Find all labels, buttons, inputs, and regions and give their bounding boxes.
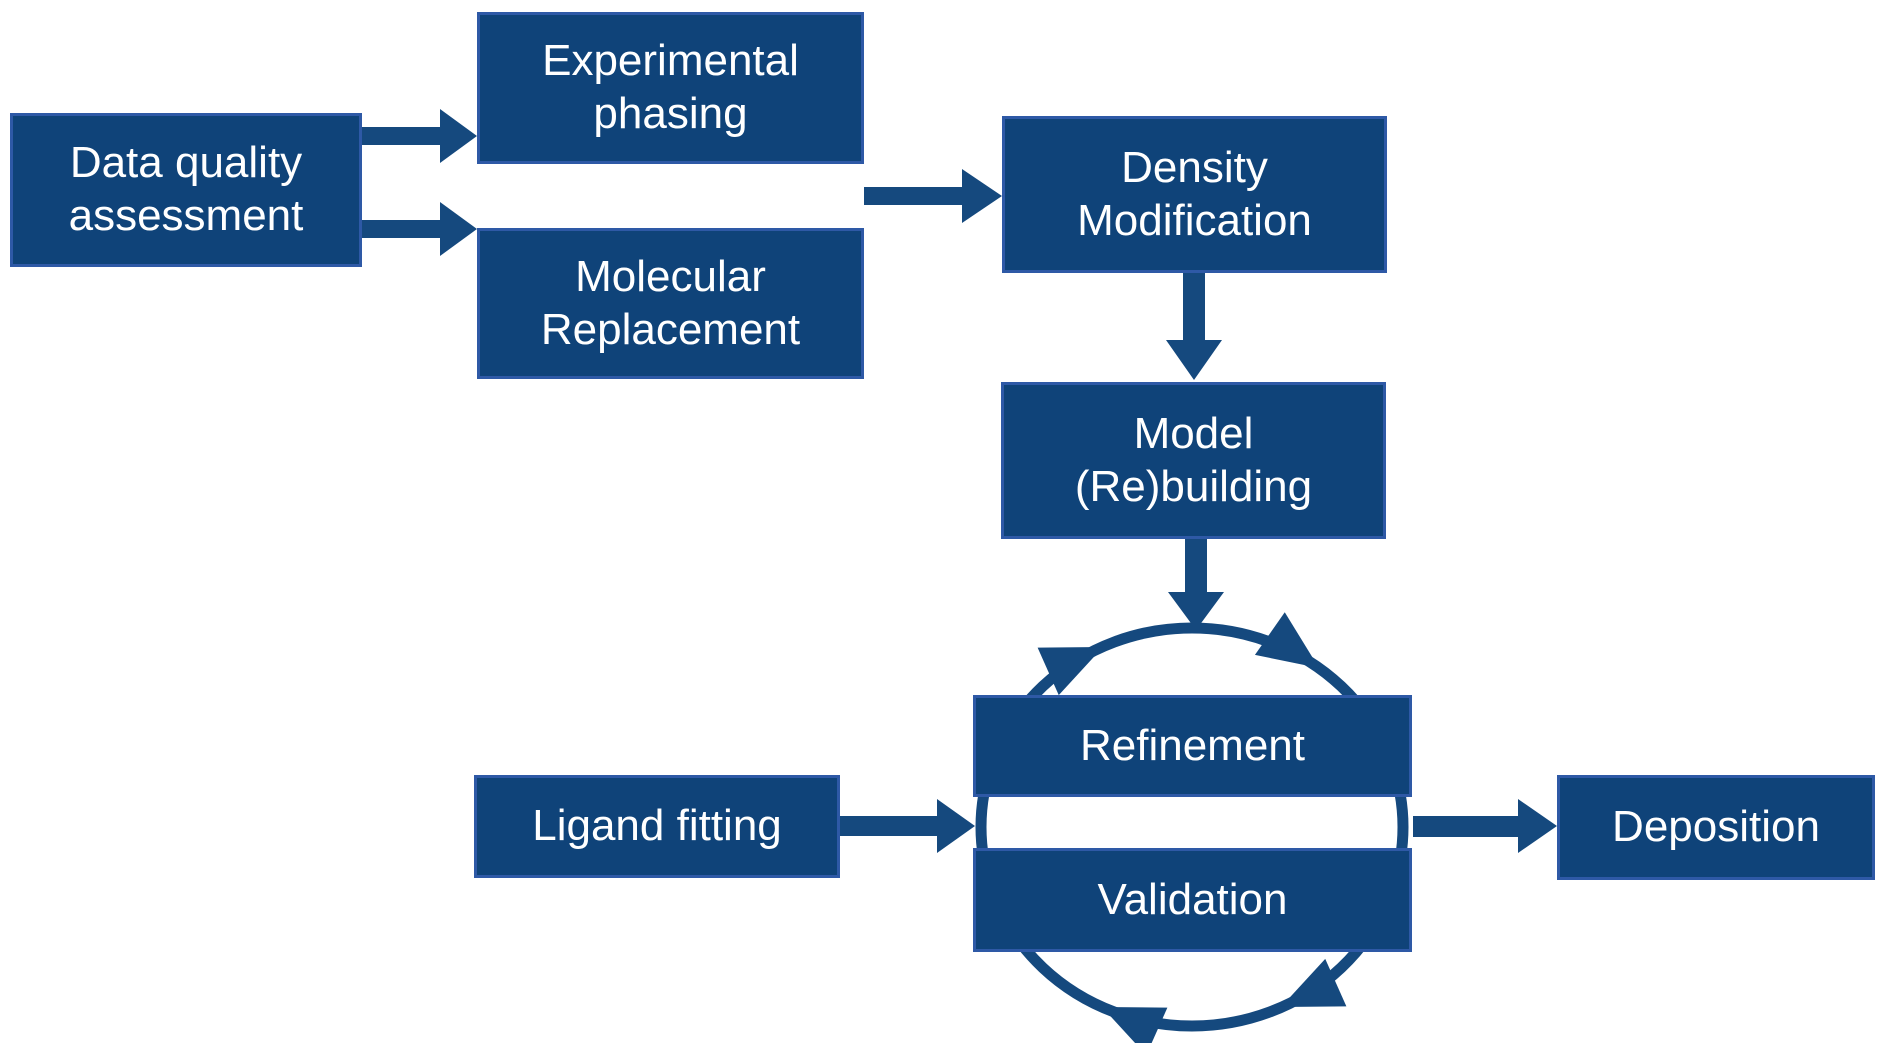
arrow-ligandfitting-to-cycle [840,799,975,853]
node-deposition: Deposition [1557,775,1875,880]
cycle-ellipse [975,622,1409,1032]
arrow-dataquality-to-expphasing [362,109,477,163]
node-model-rebuilding: Model (Re)building [1001,382,1386,539]
node-experimental-phasing: Experimental phasing [477,12,864,164]
refinement-validation-cycle [975,612,1409,1043]
node-refinement: Refinement [973,695,1412,797]
cycle-arrowhead-bottom-left-icon [1102,1007,1168,1043]
arrow-dataquality-to-molreplacement [362,202,477,256]
cycle-arrowhead-top-left-icon [1037,647,1103,696]
arrow-densitymod-to-modelrebuilding [1166,273,1222,380]
arrow-modelrebuilding-to-cycle [1168,539,1224,630]
node-validation: Validation [973,848,1412,952]
node-data-quality-assessment: Data quality assessment [10,113,362,267]
cycle-arrowhead-top-right-icon [1254,612,1319,668]
node-molecular-replacement: Molecular Replacement [477,228,864,379]
node-ligand-fitting: Ligand fitting [474,775,840,878]
node-density-modification: Density Modification [1002,116,1387,273]
arrow-cycle-to-deposition [1413,799,1557,853]
arrow-phasing-to-densitymod [864,169,1002,223]
cycle-arrowhead-bottom-right-icon [1281,958,1347,1007]
